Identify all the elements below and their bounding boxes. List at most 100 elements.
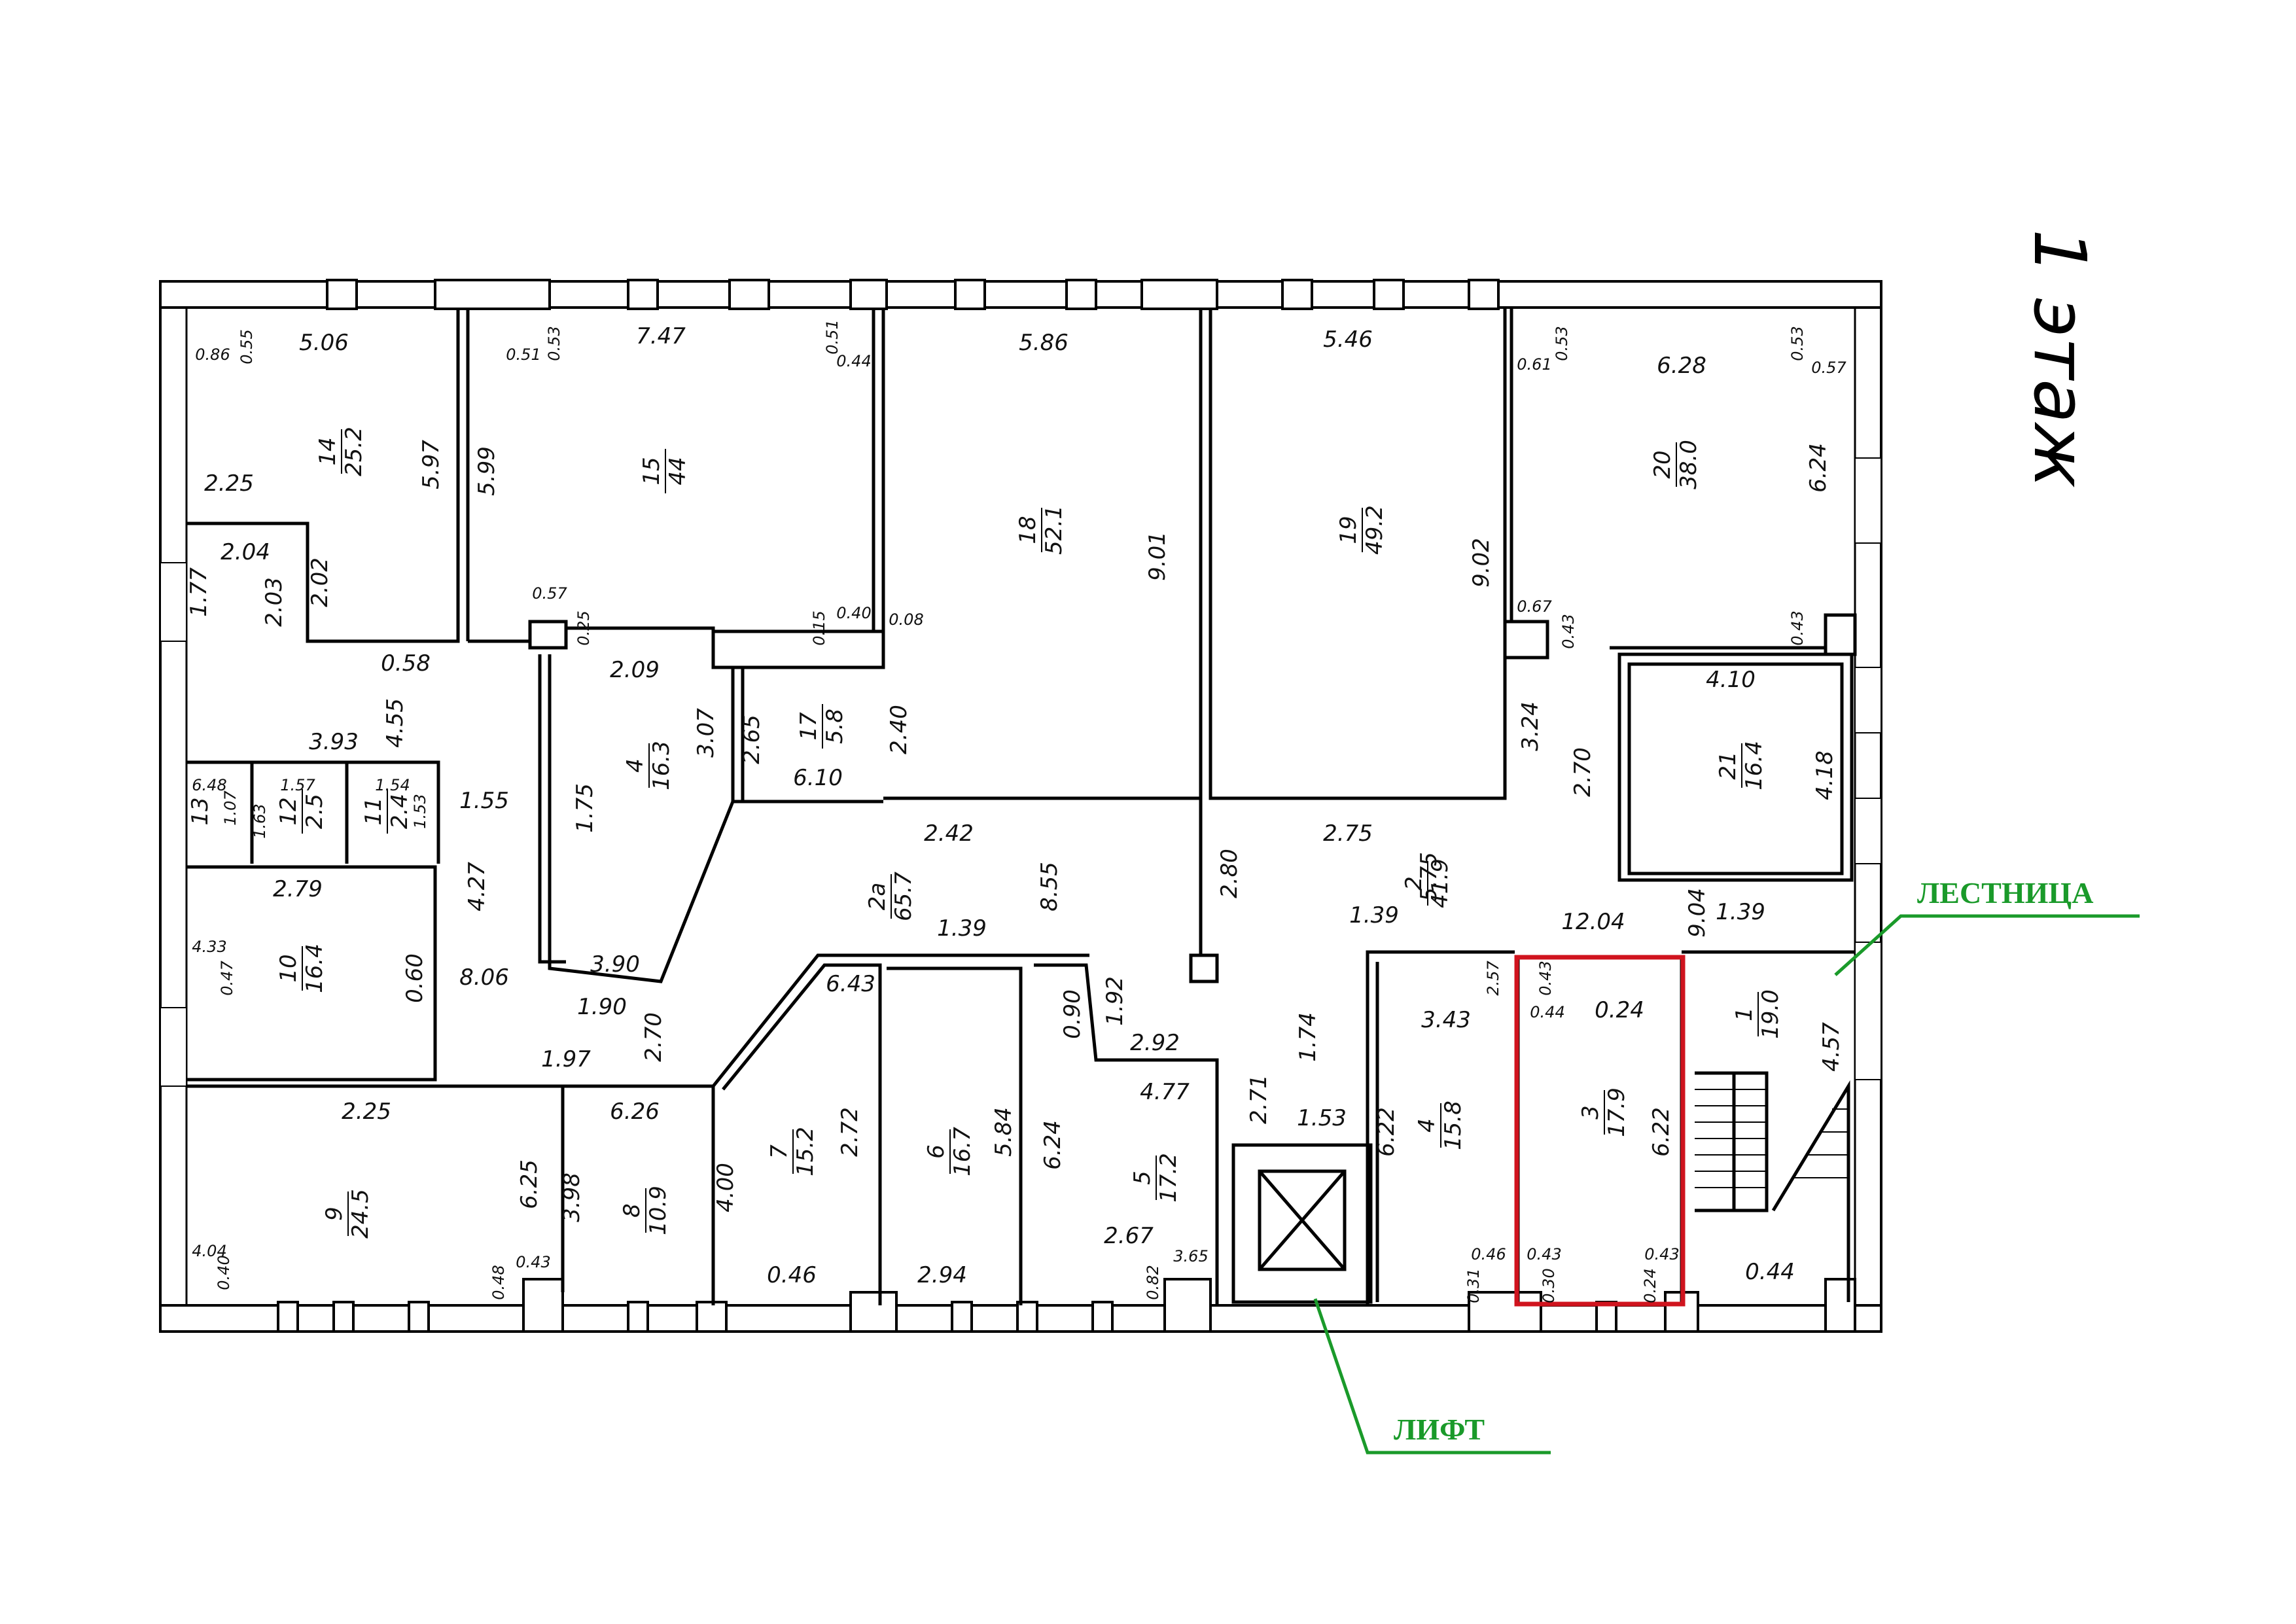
dimension-label: 0.55 [238, 329, 256, 364]
dimension-label: 0.53 [1553, 326, 1571, 361]
dimension-label: 9.01 [1144, 531, 1171, 581]
dimension-label: 1.63 [251, 803, 269, 838]
room-area: 17.9 [1604, 1087, 1630, 1137]
room-number: 14 [315, 437, 341, 465]
room-number: 10 [275, 954, 302, 982]
dimension-label: 1.39 [937, 915, 987, 942]
dimension-label: 6.22 [1373, 1107, 1400, 1157]
dimension-label: 0.86 [195, 345, 230, 364]
dimension-label: 1.92 [1102, 976, 1128, 1026]
dimension-label: 2.04 [221, 539, 270, 565]
dimension-label: 3.24 [1517, 701, 1544, 751]
dimension-label: 0.43 [1527, 1245, 1561, 1263]
dimension-label: 2.70 [641, 1012, 667, 1062]
dimension-label: 1.90 [577, 994, 627, 1020]
room-area: 19.0 [1757, 989, 1784, 1039]
dimension-label: 1.97 [541, 1046, 591, 1072]
dimension-label: 0.44 [1745, 1259, 1795, 1285]
dimension-label: 2.79 [273, 876, 323, 902]
dimension-label: 2.65 [739, 715, 765, 764]
room-number: 3 [1578, 1105, 1604, 1120]
room-area: 5.8 [822, 709, 848, 744]
room-number: 2 [1401, 876, 1427, 891]
highlighted-room-3 [1514, 955, 1686, 1307]
dimension-label: 2.09 [610, 657, 660, 683]
dimension-label: 2.25 [204, 470, 254, 497]
dimension-label: 6.43 [826, 971, 875, 997]
dimension-label: 1.53 [411, 794, 429, 828]
dimension-label: 0.53 [545, 326, 563, 361]
room-number: 19 [1335, 516, 1362, 544]
callout-lines [1313, 914, 2140, 1455]
dimension-label: 0.53 [1788, 326, 1807, 361]
dimension-label: 2.03 [261, 577, 287, 627]
dimension-label: 0.90 [1059, 989, 1086, 1039]
dimension-label: 5.46 [1323, 327, 1373, 353]
dimension-label: 0.60 [402, 953, 428, 1003]
dimension-label: 2.42 [924, 821, 974, 847]
dimension-label: 9.04 [1684, 888, 1710, 938]
room-number: 20 [1650, 450, 1676, 478]
dimension-label: 4.10 [1706, 667, 1756, 693]
room-number: 15 [639, 457, 665, 485]
dimension-label: 5.06 [299, 330, 349, 356]
dimension-label: 3.93 [309, 729, 359, 755]
room-number: 18 [1015, 516, 1041, 544]
dimension-label: 2.57 [1484, 961, 1502, 996]
dimension-label: 5.84 [991, 1107, 1017, 1157]
dimension-label: 1.57 [280, 776, 315, 794]
room-area: 16.3 [648, 741, 675, 790]
room-number: 1 [1731, 1007, 1757, 1021]
floor-title: 1 этаж [2018, 229, 2102, 488]
stair-treads [1695, 1089, 1848, 1188]
dimension-label: 2.80 [1216, 849, 1243, 898]
dimension-label: 6.48 [192, 776, 226, 794]
room-area: 16.4 [1741, 741, 1767, 790]
dimension-label: 1.39 [1349, 902, 1399, 928]
room-area: 17.2 [1156, 1153, 1182, 1203]
room-area: 41.9 [1427, 858, 1453, 908]
dimension-label: 7.47 [636, 323, 686, 349]
dimension-label: 0.43 [1559, 614, 1578, 648]
dimension-label: 8.06 [459, 964, 509, 991]
room-number: 5 [1129, 1171, 1156, 1185]
dimension-label: 0.51 [823, 319, 841, 354]
dimension-label: 4.77 [1140, 1079, 1190, 1105]
dimension-label: 6.28 [1657, 353, 1706, 379]
dimension-label: 3.98 [559, 1173, 585, 1222]
room-area: 24.5 [347, 1189, 374, 1239]
room-number: 11 [361, 797, 387, 825]
dimension-label: 0.25 [574, 610, 593, 645]
dimension-label: 0.51 [506, 345, 540, 364]
interior-walls [186, 308, 1857, 1305]
room-area: 49.2 [1362, 505, 1388, 555]
dimension-label: 0.43 [516, 1253, 550, 1271]
room-area: 15.8 [1440, 1101, 1466, 1150]
dimension-label: 2.70 [1570, 747, 1596, 797]
dimension-label: 2.92 [1130, 1030, 1180, 1056]
dimension-label: 1.39 [1716, 899, 1765, 925]
dimension-label: 0.40 [215, 1255, 233, 1290]
dimension-label: 5.75 [1416, 852, 1442, 902]
room-area: 52.1 [1041, 505, 1067, 555]
dimension-label: 3.07 [693, 708, 719, 758]
top-piers [326, 279, 1500, 310]
dimension-label: 3.65 [1173, 1247, 1208, 1265]
dimension-label: 0.57 [1811, 359, 1846, 377]
dimension-label: 4.27 [464, 862, 490, 911]
dimension-label: 1.54 [375, 776, 410, 794]
side-windows [160, 457, 1882, 1087]
dimension-label: 4.00 [713, 1163, 739, 1212]
room-number: 8 [619, 1203, 645, 1218]
dimension-label: 1.07 [221, 790, 239, 826]
